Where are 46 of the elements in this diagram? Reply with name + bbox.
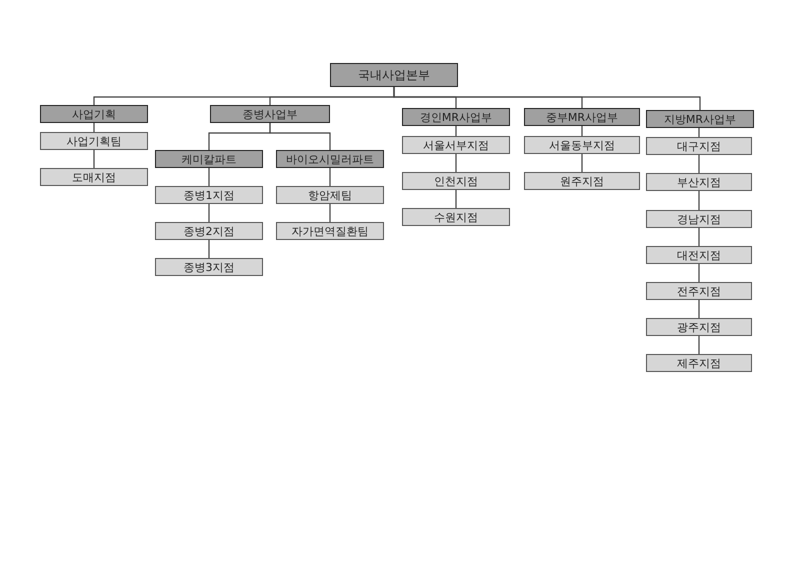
branch-box: 전주지점 [646, 282, 752, 300]
connector-line [455, 126, 457, 136]
connector-line [698, 155, 700, 173]
connector-line [698, 228, 700, 246]
connector-line [329, 168, 331, 186]
connector-line [208, 240, 210, 258]
headquarters-box: 국내사업본부 [330, 63, 458, 87]
branch-box: 종병3지점 [155, 258, 263, 276]
connector-line [208, 168, 210, 186]
branch-box: 경남지점 [646, 210, 752, 228]
branch-box: 서울서부지점 [402, 136, 510, 154]
division-box: 사업기획 [40, 105, 148, 123]
division-box: 바이오시밀러파트 [276, 150, 384, 168]
branch-box: 수원지점 [402, 208, 510, 226]
division-box: 케미칼파트 [155, 150, 263, 168]
connector-line [581, 126, 583, 136]
division-box: 지방MR사업부 [646, 110, 754, 128]
branch-box: 광주지점 [646, 318, 752, 336]
connector-line [329, 204, 331, 222]
branch-box: 도매지점 [40, 168, 148, 186]
branch-box: 항암제팀 [276, 186, 384, 204]
branch-box: 대구지점 [646, 137, 752, 155]
branch-box: 부산지점 [646, 173, 752, 191]
division-box: 종병사업부 [210, 105, 330, 123]
connector-line [698, 191, 700, 210]
branch-box: 원주지점 [524, 172, 640, 190]
branch-box: 인천지점 [402, 172, 510, 190]
branch-box: 사업기획팀 [40, 132, 148, 150]
connector-line [698, 336, 700, 354]
connector-line [455, 154, 457, 172]
connector-line [581, 154, 583, 172]
connector-line [698, 264, 700, 282]
branch-box: 종병1지점 [155, 186, 263, 204]
connector-line [208, 204, 210, 222]
branch-box: 종병2지점 [155, 222, 263, 240]
connector-line [93, 150, 95, 168]
connector-line [269, 123, 331, 150]
connector-line [698, 300, 700, 318]
branch-box: 제주지점 [646, 354, 752, 372]
branch-box: 대전지점 [646, 246, 752, 264]
connector-line [455, 190, 457, 208]
division-box: 중부MR사업부 [524, 108, 640, 126]
branch-box: 서울동부지점 [524, 136, 640, 154]
branch-box: 자가면역질환팀 [276, 222, 384, 240]
division-box: 경인MR사업부 [402, 108, 510, 126]
connector-line [393, 87, 701, 110]
